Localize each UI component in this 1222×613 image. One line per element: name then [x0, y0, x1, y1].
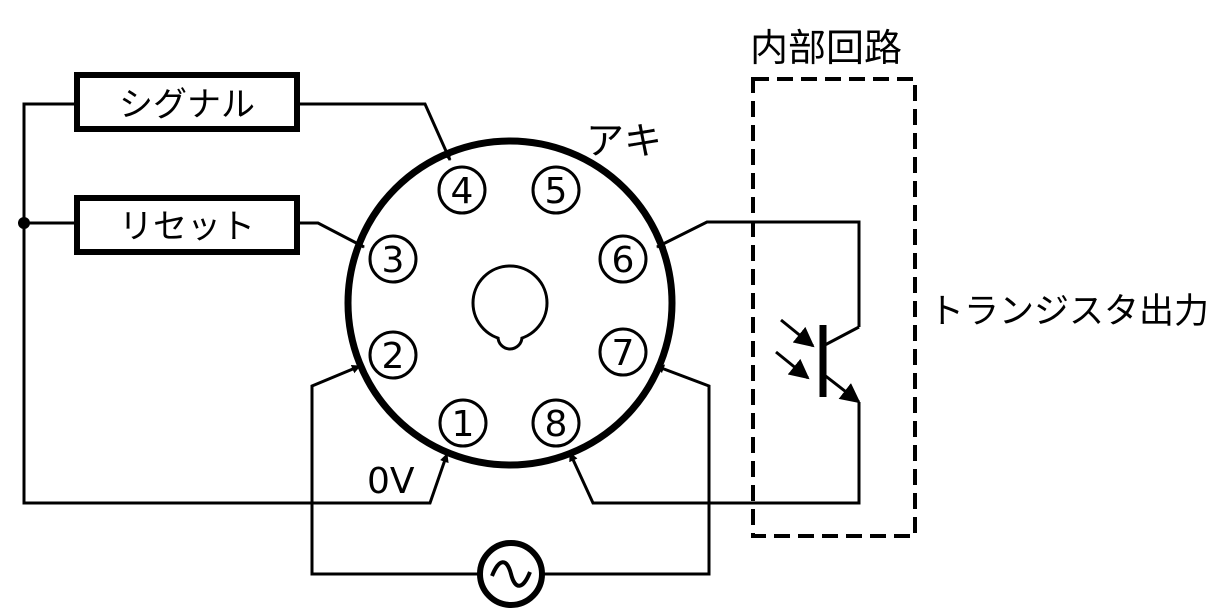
socket-ring	[344, 137, 676, 469]
wire-ac-to-pin7	[542, 364, 711, 576]
pin-4[interactable]: 4	[437, 165, 487, 215]
pin-2-label: 2	[382, 336, 405, 377]
wire-collector-to-pin6	[656, 220, 861, 327]
pin-7[interactable]: 7	[598, 327, 648, 377]
transistor-output-label: トランジスタ出力	[929, 292, 1209, 332]
socket-key	[471, 264, 549, 351]
pin-3-label: 3	[382, 240, 405, 281]
pin-6[interactable]: 6	[598, 234, 648, 284]
wire-reset-to-pin3	[297, 221, 365, 249]
vacant-label: アキ	[586, 119, 662, 163]
internal-circuit-label: 内部回路	[750, 26, 902, 70]
wire-signal-to-pin4	[297, 102, 452, 161]
wire-common-to-pin1	[22, 102, 449, 505]
internal-circuit-box	[751, 77, 917, 538]
pin-1-label: 1	[452, 404, 475, 445]
pin-5[interactable]: 5	[531, 165, 581, 215]
pin-2[interactable]: 2	[368, 330, 418, 380]
zero-volt-label: 0V	[367, 461, 415, 502]
signal-box[interactable]	[74, 72, 300, 132]
phototransistor-icon	[775, 318, 861, 404]
pin-5-label: 5	[545, 171, 568, 212]
reset-label: リセット	[119, 207, 255, 247]
wire-ac-to-pin2	[310, 364, 480, 576]
ac-source-icon	[477, 540, 545, 608]
pin-4-label: 4	[451, 171, 474, 212]
pin-8-label: 8	[545, 404, 568, 445]
pin-1[interactable]: 1	[438, 398, 488, 448]
pin-3[interactable]: 3	[368, 234, 418, 284]
pin-7-label: 7	[612, 333, 635, 374]
pin-6-label: 6	[612, 240, 635, 281]
signal-label: シグナル	[119, 85, 255, 125]
reset-box[interactable]	[74, 195, 300, 255]
pin-8[interactable]: 8	[531, 398, 581, 448]
junction-dot	[18, 217, 30, 229]
wire-emitter-to-pin8	[568, 402, 861, 505]
